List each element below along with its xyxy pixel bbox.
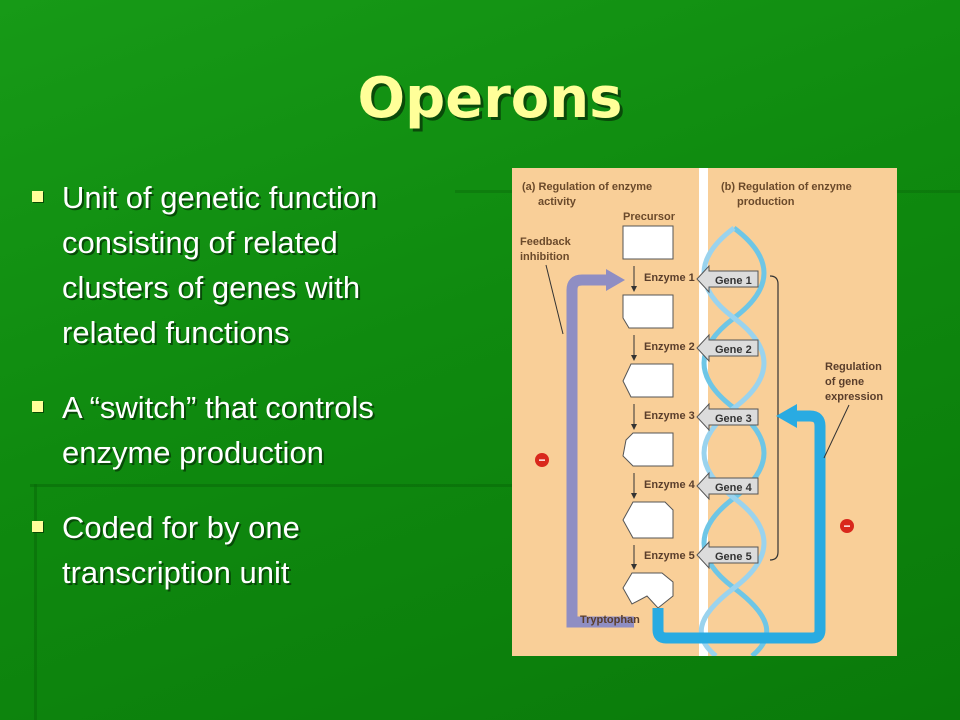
gene-arrow: Gene 3 [696,402,759,432]
gene-arrow-icon [696,471,759,501]
enzyme-label: Enzyme 2 [644,341,695,353]
bullet-item: Unit of genetic function consisting of r… [28,175,468,355]
precursor-label: Precursor [623,211,676,223]
decorative-line [30,484,620,487]
feedback-label: Feedback [520,236,572,248]
feedback-pointer [545,264,564,335]
feedback-label-line2: inhibition [520,251,570,263]
inhibition-symbol: − [843,519,850,533]
gene-label: Gene 2 [715,344,752,356]
gene-label: Gene 3 [715,413,752,425]
inhibition-symbol: − [538,453,545,467]
bullet-list: Unit of genetic function consisting of r… [28,175,468,625]
dna-strand-icon [698,226,767,658]
regulation-label-line3: expression [825,391,883,403]
square-bullet-icon [32,191,43,202]
decorative-line [34,484,37,720]
intermediate-shape [622,294,674,329]
regulation-pointer [823,404,850,459]
enzyme-chain: Enzyme 1 Enzyme 2 Enzyme 3 Enzyme 4 Enzy… [622,225,696,609]
panel-b-title: (b) Regulation of enzyme [721,181,852,193]
square-bullet-icon [32,521,43,532]
gene-regulation-arrow [652,410,826,644]
regulation-arrowhead [776,404,797,428]
gene-label: Gene 4 [715,482,753,494]
gene-label: Gene 5 [715,551,752,563]
panel-a-title-line2: activity [538,196,577,208]
enzyme-label: Enzyme 4 [644,479,696,491]
inhibition-icon [840,519,854,533]
regulation-label-line2: of gene [825,376,864,388]
gene-arrow: Gene 5 [696,540,759,570]
gene-bracket [769,275,779,561]
inhibition-icon [535,453,549,467]
bullet-text: Coded for by one transcription unit [62,510,300,590]
intermediate-shape [622,501,674,539]
gene-arrow: Gene 2 [696,333,759,363]
gene-arrow: Gene 4 [696,471,759,501]
gene-arrow-icon [696,264,759,294]
bullet-text: Unit of genetic function consisting of r… [62,180,378,350]
feedback-inhibition-arrow [566,274,634,628]
enzyme-label: Enzyme 1 [644,272,695,284]
bullet-item: Coded for by one transcription unit [28,505,468,595]
gene-arrow: Gene 1 [696,264,759,294]
enzyme-label: Enzyme 3 [644,410,695,422]
intermediate-shape [622,432,674,467]
gene-arrow-icon [696,540,759,570]
gene-arrow-icon [696,333,759,363]
feedback-arrowhead [606,269,625,291]
precursor-shape [622,225,674,260]
bullet-text: A “switch” that controls enzyme producti… [62,390,374,470]
gene-label: Gene 1 [715,275,752,287]
enzyme-label: Enzyme 5 [644,550,695,562]
bullet-item: A “switch” that controls enzyme producti… [28,385,468,475]
regulation-label: Regulation [825,361,882,373]
square-bullet-icon [32,401,43,412]
panel-b-title-line2: production [737,196,795,208]
tryptophan-label: Tryptophan [580,614,640,626]
gene-arrow-icon [696,402,759,432]
operon-figure: (a) Regulation of enzyme activity (b) Re… [512,168,897,658]
panel-a-title: (a) Regulation of enzyme [522,181,652,193]
slide-title: Operons [357,66,623,131]
intermediate-shape [622,363,674,398]
